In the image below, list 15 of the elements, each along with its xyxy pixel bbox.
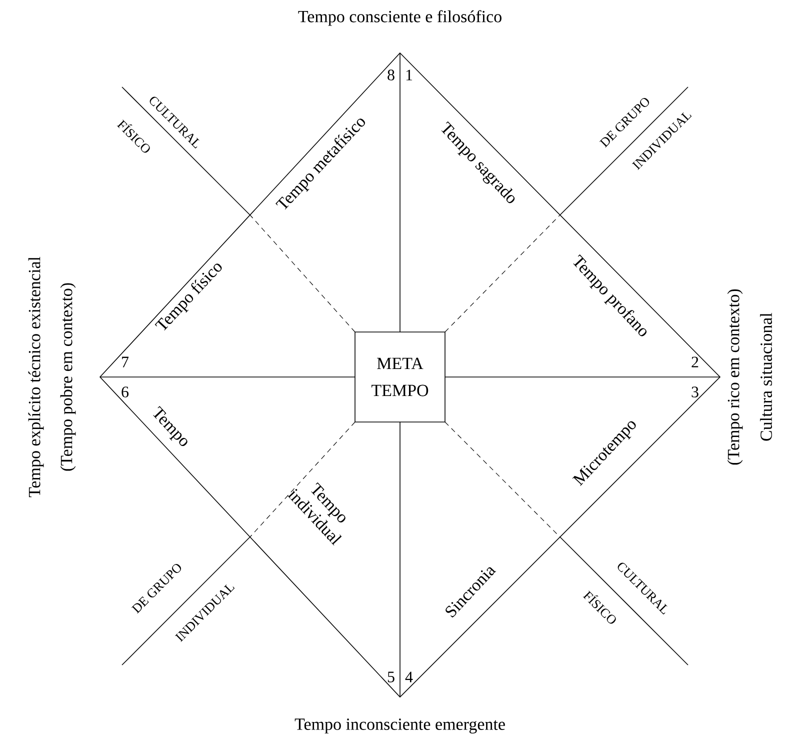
number-label: 2 — [692, 356, 698, 368]
axis-label: (Tempo rico em contexto) — [727, 289, 743, 465]
number-label: 4 — [405, 672, 413, 682]
number-label: 8 — [388, 70, 394, 80]
number-label: 6 — [122, 386, 129, 398]
center-box: META TEMPO — [354, 332, 446, 422]
axis-label: (Tempo pobre em contexto) — [60, 283, 76, 471]
number-label: 3 — [692, 386, 698, 398]
number-label: 1 — [406, 70, 412, 80]
axis-label: Tempo inconsciente emergente — [294, 718, 505, 734]
number-label: 7 — [122, 356, 129, 368]
axis-label: Tempo explícito técnico existencial — [28, 256, 44, 498]
axis-label: Tempo consciente e filosófico — [298, 10, 502, 26]
axis-label: Cultura situacional — [760, 312, 772, 441]
number-label: 5 — [388, 672, 394, 682]
